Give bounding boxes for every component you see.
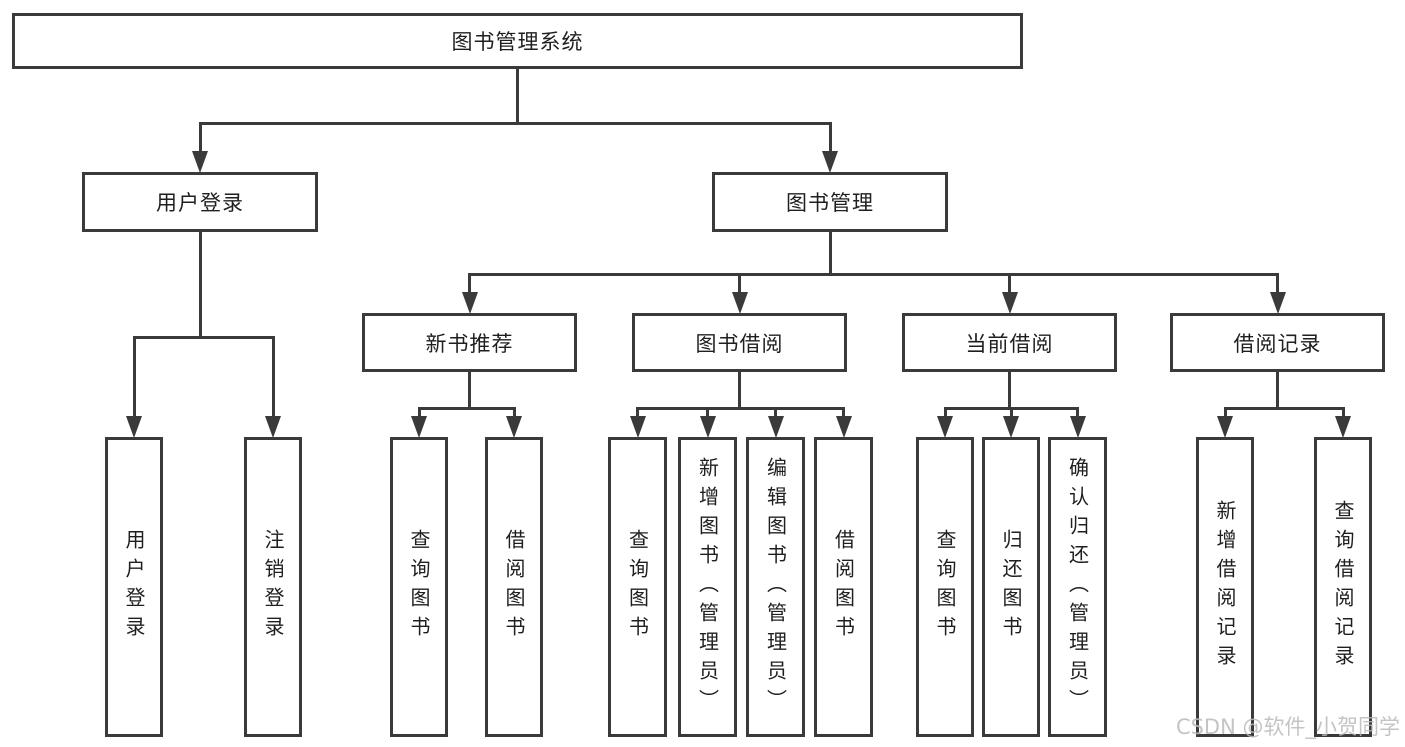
connector-bus-new-book-rec: [417, 407, 516, 410]
arrow-down-icon-v-add-borrow-rec: [1217, 416, 1233, 438]
node-v-query-borrow-rec: 查询借阅记录: [1314, 437, 1372, 737]
connector-stub-borrow-records: [1276, 372, 1279, 410]
connector-stub-new-book-rec: [468, 372, 471, 410]
node-v-edit-books: 编辑图书（管理员）: [746, 437, 805, 737]
arrow-down-icon-v-logout: [265, 416, 281, 438]
connector-drop-v-query-books-2: [636, 407, 639, 419]
connector-bus-user-login: [132, 336, 275, 339]
arrow-down-icon-v-query-books-3: [937, 416, 953, 438]
connector-stub-book-mgmt: [828, 232, 832, 276]
connector-drop-user-login: [198, 122, 202, 154]
connector-drop-book-mgmt: [828, 122, 832, 154]
arrow-down-icon-v-query-books-1: [411, 416, 427, 438]
arrow-down-icon-v-confirm-return: [1069, 416, 1086, 438]
arrow-down-icon-user-login: [192, 151, 208, 173]
node-v-return-books: 归还图书: [982, 437, 1040, 737]
arrow-down-icon-book-mgmt: [822, 151, 838, 173]
connector-drop-v-edit-books: [774, 407, 777, 419]
connector-bus-book-borrow: [636, 407, 845, 410]
arrow-down-icon-v-user-login: [126, 416, 142, 438]
connector-stub-root: [516, 69, 519, 125]
arrow-down-icon-book-borrow: [731, 292, 748, 314]
node-v-confirm-return: 确认归还（管理员）: [1048, 437, 1107, 737]
node-user-login: 用户登录: [82, 172, 318, 232]
connector-drop-v-logout: [271, 336, 275, 419]
node-v-add-borrow-rec: 新增借阅记录: [1196, 437, 1254, 737]
node-v-user-login: 用户登录: [105, 437, 163, 737]
arrow-down-icon-v-add-books: [699, 416, 716, 438]
arrow-down-icon-v-borrow-books-1: [506, 416, 522, 438]
arrow-down-icon-v-return-books: [1003, 416, 1019, 438]
node-new-book-rec: 新书推荐: [362, 313, 577, 372]
arrow-down-icon-v-borrow-books-2: [835, 416, 852, 438]
connector-drop-current-borrow: [1008, 273, 1011, 295]
connector-bus-root: [198, 122, 832, 125]
node-book-borrow: 图书借阅: [632, 313, 847, 372]
connector-drop-v-borrow-books-2: [842, 407, 845, 419]
connector-drop-new-book-rec: [468, 273, 471, 295]
connector-stub-user-login: [198, 232, 202, 339]
arrow-down-icon-current-borrow: [1001, 292, 1018, 314]
node-v-query-books-3: 查询图书: [916, 437, 974, 737]
node-book-mgmt: 图书管理: [712, 172, 948, 232]
csdn-watermark: CSDN @软件_小贺同学: [1175, 715, 1400, 739]
connector-drop-v-confirm-return: [1076, 407, 1079, 419]
node-current-borrow: 当前借阅: [902, 313, 1117, 372]
connector-bus-book-mgmt: [468, 273, 1279, 276]
connector-stub-book-borrow: [738, 372, 741, 410]
connector-drop-v-query-books-3: [943, 407, 947, 419]
connector-drop-v-return-books: [1009, 407, 1013, 419]
connector-drop-v-query-books-1: [417, 407, 421, 419]
arrow-down-icon-v-edit-books: [767, 416, 784, 438]
node-v-logout: 注销登录: [244, 437, 302, 737]
node-v-borrow-books-1: 借阅图书: [485, 437, 543, 737]
connector-stub-current-borrow: [1008, 372, 1011, 410]
connector-drop-v-query-borrow-rec: [1341, 407, 1345, 419]
connector-drop-v-add-borrow-rec: [1223, 407, 1227, 419]
arrow-down-icon-borrow-records: [1269, 292, 1286, 314]
node-v-query-books-2: 查询图书: [608, 437, 667, 737]
connector-drop-v-borrow-books-1: [512, 407, 516, 419]
connector-drop-v-user-login: [132, 336, 136, 419]
node-v-query-books-1: 查询图书: [390, 437, 448, 737]
arrow-down-icon-v-query-books-2: [629, 416, 646, 438]
node-v-borrow-books-2: 借阅图书: [814, 437, 873, 737]
connector-drop-book-borrow: [738, 273, 741, 295]
arrow-down-icon-new-book-rec: [461, 292, 478, 314]
node-borrow-records: 借阅记录: [1170, 313, 1385, 372]
node-root: 图书管理系统: [12, 13, 1023, 69]
node-v-add-books: 新增图书（管理员）: [678, 437, 737, 737]
connector-drop-v-add-books: [706, 407, 709, 419]
arrow-down-icon-v-query-borrow-rec: [1335, 416, 1351, 438]
connector-drop-borrow-records: [1276, 273, 1279, 295]
connector-bus-borrow-records: [1223, 407, 1345, 410]
